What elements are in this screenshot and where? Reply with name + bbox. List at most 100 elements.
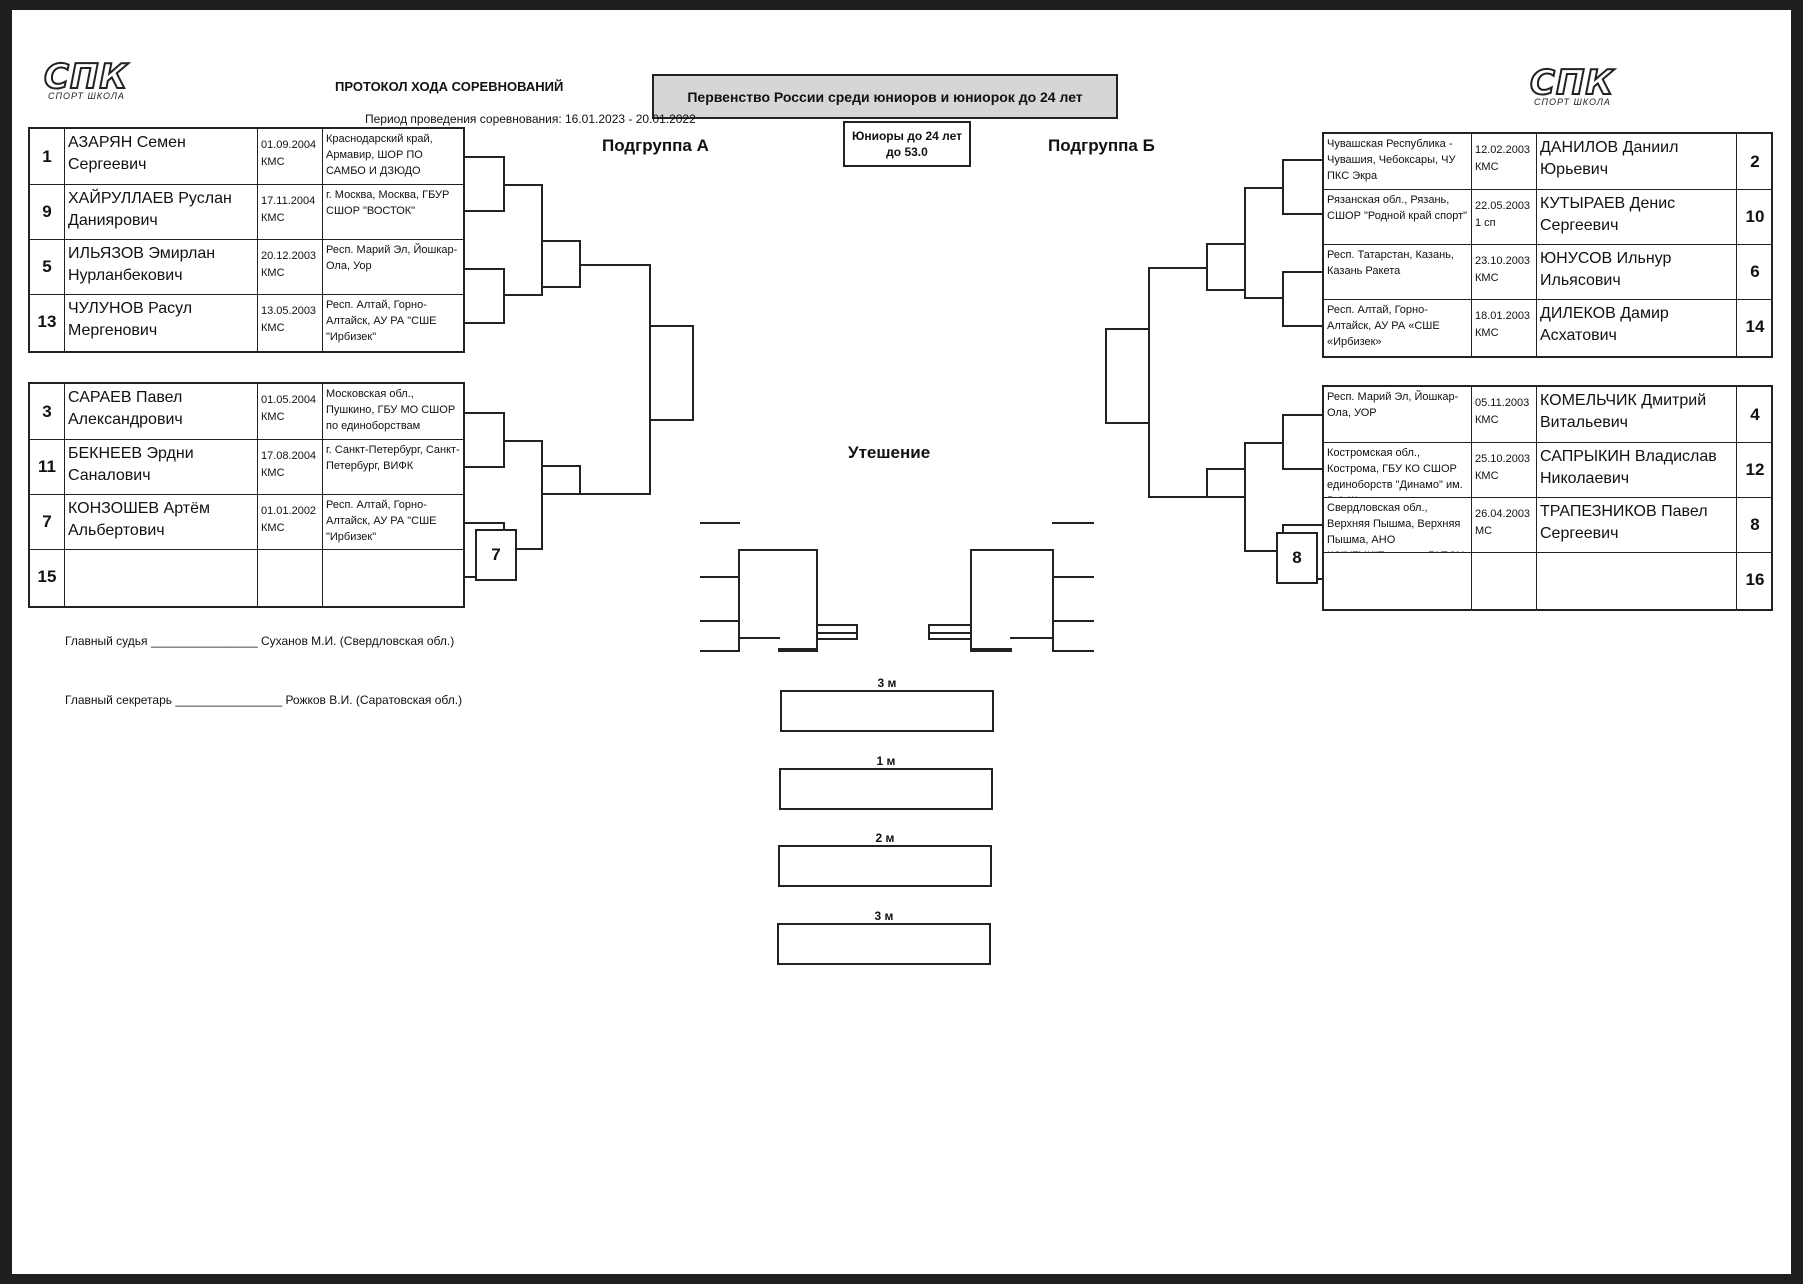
- athlete-name: ТРАПЕЗНИКОВ Павел Сергеевич: [1540, 503, 1708, 542]
- spk-logo-left: СПК СПОРТ ШКОЛА: [43, 57, 174, 102]
- table-row: 5 ИЛЬЯЗОВ Эмирлан Нурланбекович 20.12.20…: [30, 239, 463, 294]
- group-b-table-1: Чувашская Республика - Чувашия, Чебоксар…: [1322, 132, 1773, 358]
- table-row: Респ. Татарстан, Казань, Казань Ракета 2…: [1324, 244, 1771, 299]
- weight-category: Юниоры до 24 лет до 53.0: [843, 121, 971, 167]
- seed-number: 16: [1745, 570, 1765, 589]
- birth-date: 01.09.2004: [261, 139, 317, 151]
- logo-subtext: СПОРТ ШКОЛА: [48, 91, 125, 101]
- birth-date: 13.05.2003: [261, 305, 317, 317]
- birth-date: 05.11.2003: [1475, 397, 1530, 409]
- seed-number: 4: [1750, 404, 1760, 424]
- sport-rank: КМС: [261, 212, 285, 224]
- birth-date: 17.08.2004: [261, 450, 317, 462]
- birth-date: 12.02.2003: [1475, 144, 1531, 156]
- spk-logo-right: СПК СПОРТ ШКОЛА: [1529, 65, 1660, 108]
- subgroup-b-title: Подгруппа Б: [1048, 136, 1155, 155]
- athlete-name: ДИЛЕКОВ Дамир Асхатович: [1540, 305, 1669, 344]
- team: г. Санкт-Петербург, Санкт-Петербург, ВИФ…: [326, 444, 460, 472]
- sport-rank: КМС: [261, 156, 285, 168]
- table-row: 16: [1324, 552, 1771, 607]
- event-title: Первенство России среди юниоров и юниоро…: [652, 74, 1118, 119]
- team: Чувашская Республика - Чувашия, Чебоксар…: [1327, 138, 1456, 182]
- table-row: Чувашская Республика - Чувашия, Чебоксар…: [1324, 134, 1771, 189]
- team: Московская обл., Пушкино, ГБУ МО СШОР по…: [326, 388, 456, 432]
- team: [323, 550, 465, 604]
- athlete-name: ДАНИЛОВ Даниил Юрьевич: [1540, 139, 1679, 178]
- birth-date: 25.10.2003: [1475, 453, 1531, 465]
- birth-date: 20.12.2003: [261, 250, 317, 262]
- place-label: 2 м: [875, 831, 895, 845]
- birth-date: 18.01.2003: [1475, 310, 1531, 322]
- chief-secretary: Главный секретарь ________________ Рожко…: [65, 693, 463, 707]
- birth-date: 01.05.2004: [261, 394, 317, 406]
- birth-date: 22.05.2003: [1475, 200, 1531, 212]
- team: Респ. Татарстан, Казань, Казань Ракета: [1327, 249, 1454, 277]
- place-box-1: [779, 768, 993, 810]
- birth-date: 23.10.2003: [1475, 255, 1531, 267]
- place-label: 1 м: [876, 754, 896, 768]
- seed-number: 13: [37, 312, 57, 331]
- seed-number: 8: [1750, 515, 1760, 534]
- athlete-name: БЕКНЕЕВ Эрдни Саналович: [68, 445, 194, 484]
- team: Краснодарский край, Армавир, ШОР ПО САМБ…: [326, 133, 433, 177]
- seed-number: 5: [42, 257, 52, 276]
- athlete-name: САРАЕВ Павел Александрович: [68, 389, 183, 428]
- category-line-2: до 53.0: [886, 145, 928, 159]
- table-row: Рязанская обл., Рязань, СШОР "Родной кра…: [1324, 189, 1771, 244]
- seed-number: 10: [1745, 207, 1765, 226]
- protocol-sheet: СПК СПОРТ ШКОЛА СПК СПОРТ ШКОЛА ПРОТОКОЛ…: [12, 10, 1791, 1274]
- seed-number: 9: [42, 202, 52, 221]
- athlete-name: [1537, 553, 1736, 607]
- team: Костромская обл., Кострома, ГБУ КО СШОР …: [1327, 447, 1463, 497]
- team: Респ. Алтай, Горно-Алтайск, АУ РА "СШЕ "…: [326, 499, 437, 543]
- sport-rank: КМС: [261, 467, 285, 479]
- sport-rank: КМС: [1475, 161, 1499, 173]
- logo-subtext: СПОРТ ШКОЛА: [1534, 97, 1611, 107]
- team: Респ. Марий Эл, Йошкар-Ола, Уор: [326, 244, 458, 272]
- chief-judge: Главный судья ________________ Суханов М…: [65, 634, 455, 648]
- sport-rank: 1 сп: [1475, 217, 1496, 229]
- table-row: 9 ХАЙРУЛЛАЕВ Руслан Даниярович 17.11.200…: [30, 184, 463, 239]
- seed-number: 12: [1745, 460, 1765, 479]
- athlete-name: ЮНУСОВ Ильнур Ильясович: [1540, 250, 1672, 289]
- protocol-title: ПРОТОКОЛ ХОДА СОРЕВНОВАНИЙ: [335, 79, 564, 94]
- sport-rank: МС: [1475, 525, 1493, 537]
- sport-rank: КМС: [1475, 272, 1499, 284]
- athlete-name: КОМЕЛЬЧИК Дмитрий Витальевич: [1540, 392, 1707, 431]
- seed-number: 1: [42, 146, 52, 166]
- consolation-title: Утешение: [848, 443, 931, 462]
- table-row: Костромская обл., Кострома, ГБУ КО СШОР …: [1324, 442, 1771, 497]
- athlete-name: КУТЫРАЕВ Денис Сергеевич: [1540, 195, 1676, 234]
- sport-rank: КМС: [1475, 327, 1499, 339]
- birth-date: 01.01.2002: [261, 505, 317, 517]
- seed-number: 2: [1750, 151, 1760, 171]
- logo-text: СПК: [43, 57, 129, 97]
- table-row: Свердловская обл., Верхняя Пышма, Верхня…: [1324, 497, 1771, 552]
- place-box-3: [780, 690, 994, 732]
- birth-rank: 22.05.2003 1 сп: [1472, 190, 1536, 244]
- sport-rank: КМС: [1475, 470, 1499, 482]
- subgroup-a-title: Подгруппа А: [602, 136, 709, 155]
- athlete-name: [65, 550, 257, 604]
- table-row: Респ. Марий Эл, Йошкар-Ола, УОР 05.11.20…: [1324, 387, 1771, 442]
- seed-number: 3: [42, 401, 52, 421]
- seed-number: 14: [1745, 317, 1765, 336]
- athlete-name: ИЛЬЯЗОВ Эмирлан Нурланбекович: [68, 245, 216, 284]
- birth-rank: [258, 550, 322, 604]
- place-label: 3 м: [874, 909, 894, 923]
- category-line-1: Юниоры до 24 лет: [851, 129, 963, 143]
